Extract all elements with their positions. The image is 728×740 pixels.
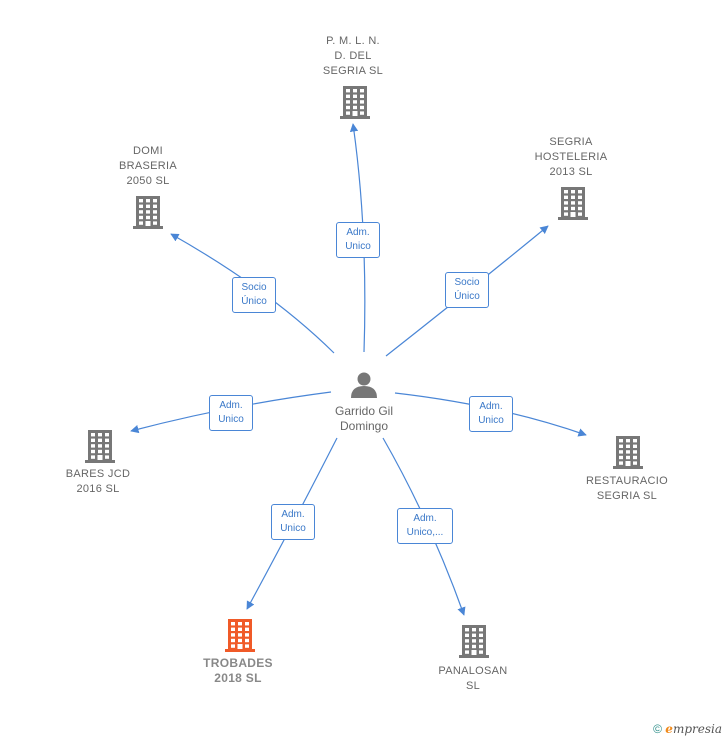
edge-label-domi[interactable]: Socio Único	[232, 277, 276, 313]
brand-logo: empresia	[665, 722, 722, 736]
company-label-segria[interactable]: SEGRIA HOSTELERIA 2013 SL	[534, 136, 608, 178]
building-icon-panalosan[interactable]	[459, 625, 489, 658]
edge-label-bares[interactable]: Adm. Unico	[209, 395, 253, 431]
company-label-restauracio[interactable]: RESTAURACIO SEGRIA SL	[586, 475, 668, 502]
nodes-layer	[85, 86, 643, 658]
footer-brand: © empresia	[653, 722, 722, 736]
person-icon[interactable]	[351, 372, 377, 399]
company-label-trobades[interactable]: TROBADES 2018 SL	[203, 656, 273, 685]
edge-label-segria[interactable]: Socio Único	[445, 272, 489, 308]
building-icon-segria[interactable]	[558, 187, 588, 220]
building-icon-domi[interactable]	[133, 196, 163, 229]
edge-label-trobades[interactable]: Adm. Unico	[271, 504, 315, 540]
building-icon-bares[interactable]	[85, 430, 115, 463]
company-label-panalosan[interactable]: PANALOSAN SL	[438, 665, 508, 692]
edges-layer	[130, 123, 587, 616]
company-label-bares[interactable]: BARES JCD 2016 SL	[65, 468, 131, 495]
building-icon-restauracio[interactable]	[613, 436, 643, 469]
building-icon-pmln[interactable]	[340, 86, 370, 119]
edge-label-pmln[interactable]: Adm. Unico	[336, 222, 380, 258]
company-label-pmln[interactable]: P. M. L. N. D. DEL SEGRIA SL	[322, 35, 384, 77]
edge-label-panalosan[interactable]: Adm. Unico,...	[397, 508, 453, 544]
building-icon-trobades[interactable]	[225, 619, 255, 652]
copyright-icon: ©	[653, 722, 662, 736]
center-person-label[interactable]: Garrido Gil Domingo	[334, 404, 393, 433]
edge-label-restauracio[interactable]: Adm. Unico	[469, 396, 513, 432]
company-label-domi[interactable]: DOMI BRASERIA 2050 SL	[118, 145, 178, 187]
